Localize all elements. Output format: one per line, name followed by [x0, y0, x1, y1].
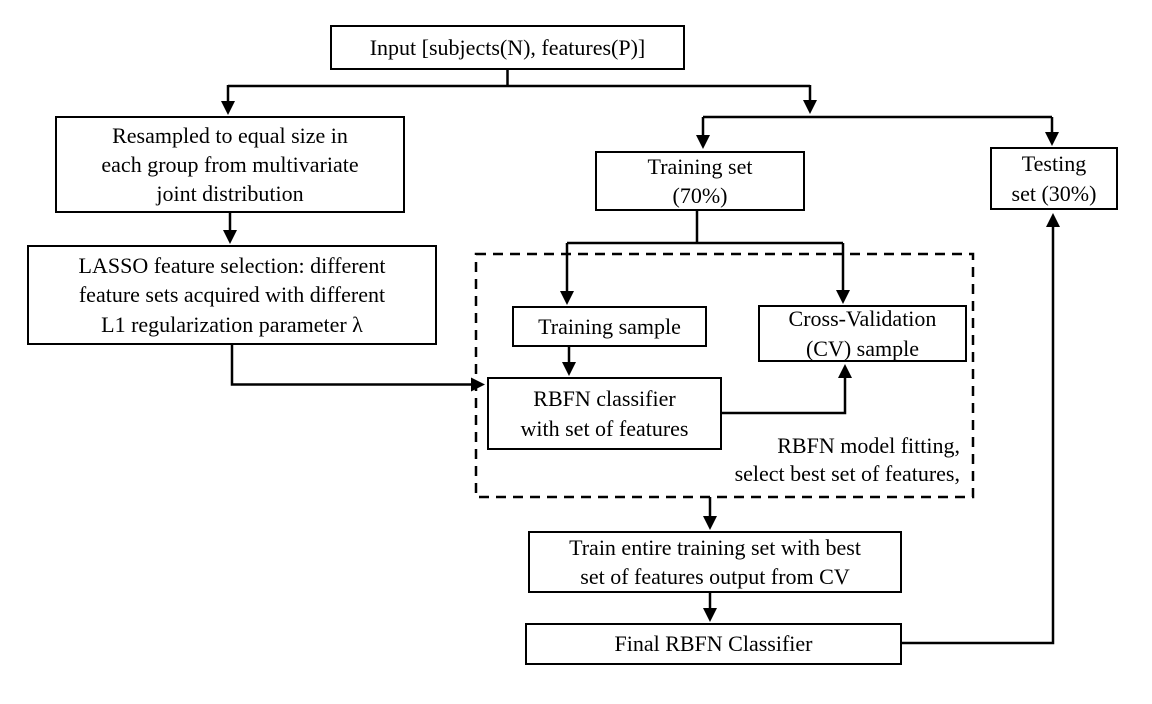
node-resampled: Resampled to equal size in each group fr…	[55, 116, 405, 213]
arrowhead-to-split	[803, 100, 817, 114]
node-resampled-label: Resampled to equal size in each group fr…	[101, 122, 359, 207]
node-final-classifier-label: Final RBFN Classifier	[614, 631, 813, 657]
arrow-rbfn-cv	[722, 378, 847, 415]
node-rbfn-classifier-label: RBFN classifier with set of features	[520, 386, 689, 441]
node-testing-set: Testing set (30%)	[990, 147, 1118, 210]
node-training-sample-label: Training sample	[538, 313, 681, 339]
node-lasso-label: LASSO feature selection: different featu…	[78, 253, 386, 337]
cv-region-label: RBFN model fitting, select best set of f…	[734, 433, 960, 486]
node-input-label: Input [subjects(N), features(P)]	[369, 34, 646, 60]
node-final-classifier: Final RBFN Classifier	[525, 623, 902, 665]
arrowhead-to-resampled	[221, 101, 235, 115]
node-testing-set-label: Testing set (30%)	[1011, 151, 1097, 206]
arrow-input-branch	[226, 70, 812, 101]
node-train-entire: Train entire training set with best set …	[528, 531, 902, 593]
arrow-split-train-test	[701, 115, 1054, 135]
node-training-sample: Training sample	[512, 306, 707, 347]
arrowhead-final-testing	[1046, 213, 1060, 227]
arrowhead-to-final	[703, 608, 717, 622]
arrowhead-to-training-set	[696, 135, 710, 149]
arrowhead-sample-rbfn	[562, 362, 576, 376]
node-cv-sample: Cross-Validation (CV) sample	[758, 305, 967, 362]
arrowhead-to-trainentire	[703, 516, 717, 530]
node-training-set-label: Training set (70%)	[647, 153, 753, 208]
arrow-final-testing	[902, 227, 1055, 645]
arrowhead-to-testing-set	[1045, 132, 1059, 146]
arrow-trainingset-split	[565, 211, 845, 291]
node-lasso: LASSO feature selection: different featu…	[27, 245, 437, 345]
node-rbfn-classifier: RBFN classifier with set of features	[487, 377, 722, 450]
node-training-set: Training set (70%)	[595, 151, 805, 211]
arrowhead-to-training-sample	[560, 291, 574, 305]
arrowhead-to-rbfn	[471, 377, 485, 392]
arrow-lasso-rbfn	[230, 345, 471, 386]
arrowhead-to-cv-sample	[836, 290, 850, 304]
arrowhead-rbfn-cv	[838, 364, 852, 378]
arrowhead-to-lasso	[223, 230, 237, 244]
node-train-entire-label: Train entire training set with best set …	[569, 534, 861, 589]
cv-region-dashed-border	[474, 252, 975, 499]
node-input: Input [subjects(N), features(P)]	[330, 25, 685, 70]
node-cv-sample-label: Cross-Validation (CV) sample	[788, 306, 937, 361]
